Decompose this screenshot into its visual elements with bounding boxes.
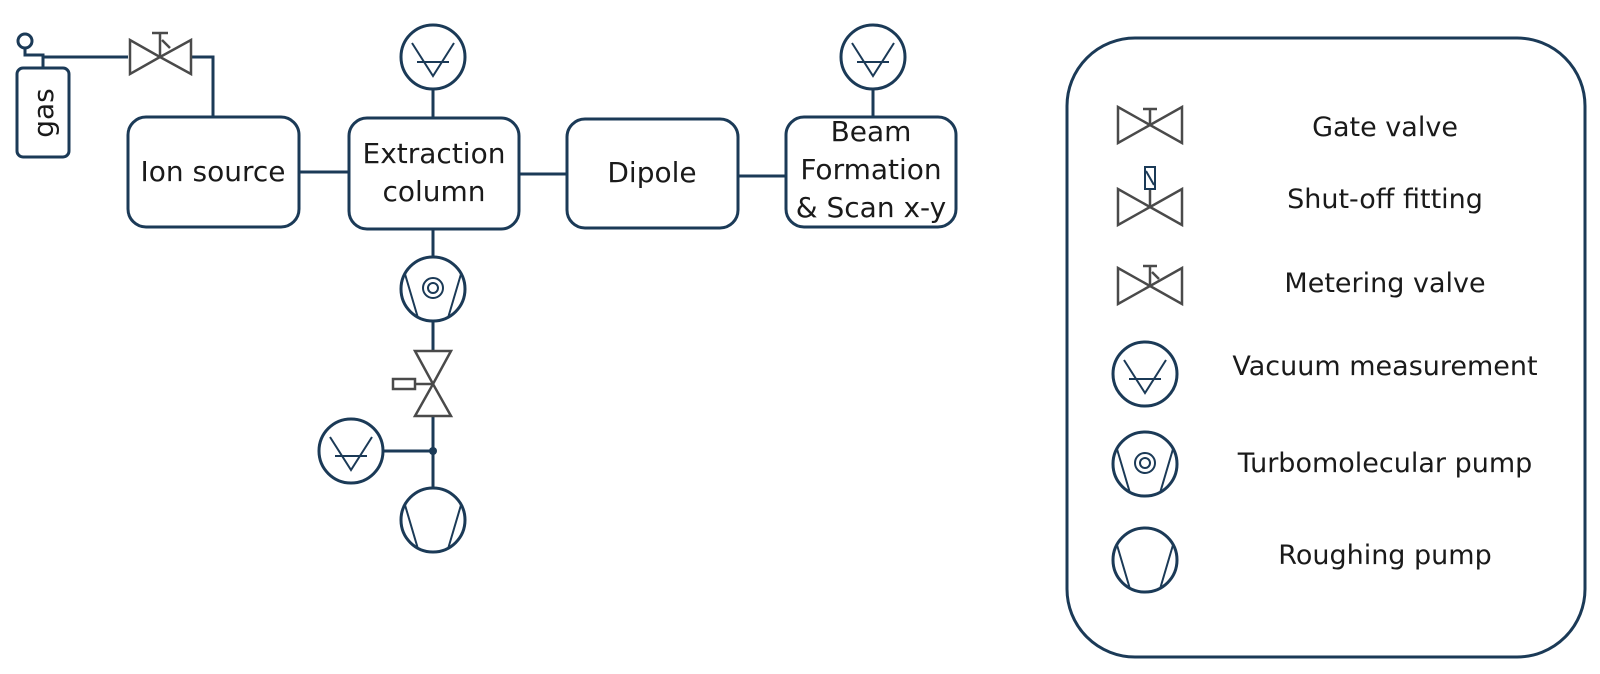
gate-valve-icon	[1116, 104, 1184, 146]
shut-off-fitting-icon	[1116, 166, 1184, 228]
legend-label-shut-off-fitting: Shut-off fitting	[1287, 184, 1483, 215]
ion-source-label: Ion source	[140, 155, 285, 188]
metering-valve-icon	[128, 31, 193, 77]
ion-source-box: Ion source	[126, 115, 301, 229]
vacuum-measurement-icon	[317, 417, 385, 485]
beam-formation-box: Beam Formation & Scan x-y	[784, 115, 958, 229]
turbomolecular-pump-icon	[399, 255, 467, 323]
turbomolecular-pump-icon	[1111, 430, 1179, 498]
dipole-label: Dipole	[607, 156, 696, 189]
extraction-label-line2: column	[382, 175, 485, 208]
legend: Gate valve Shut-off fitting Metering val…	[1065, 36, 1587, 659]
dipole-box: Dipole	[565, 117, 740, 230]
legend-label-metering-valve: Metering valve	[1284, 268, 1485, 299]
vacuum-measurement-icon	[399, 23, 467, 91]
vacuum-measurement-icon	[839, 23, 907, 91]
beam-label-line1: Beam	[831, 115, 912, 148]
roughing-pump-icon	[1111, 526, 1179, 594]
metering-valve-icon	[1116, 264, 1184, 307]
legend-label-turbomolecular-pump: Turbomolecular pump	[1237, 448, 1533, 479]
vacuum-measurement-icon	[1111, 340, 1179, 408]
extraction-column-box: Extraction column	[347, 116, 521, 231]
legend-label-gate-valve: Gate valve	[1312, 112, 1458, 143]
extraction-label-line1: Extraction	[363, 137, 506, 170]
shut-off-fitting-icon	[391, 349, 454, 418]
legend-label-vacuum-measurement: Vacuum measurement	[1232, 351, 1537, 382]
roughing-pump-icon	[399, 486, 467, 554]
gas-label: gas	[27, 88, 60, 138]
beam-label-line2: Formation	[800, 153, 941, 186]
legend-label-roughing-pump: Roughing pump	[1278, 540, 1491, 571]
junction-dot	[429, 447, 437, 455]
piping	[54, 55, 875, 488]
beam-label-line3: & Scan x-y	[796, 191, 946, 224]
gas-bottle: gas	[15, 32, 71, 159]
